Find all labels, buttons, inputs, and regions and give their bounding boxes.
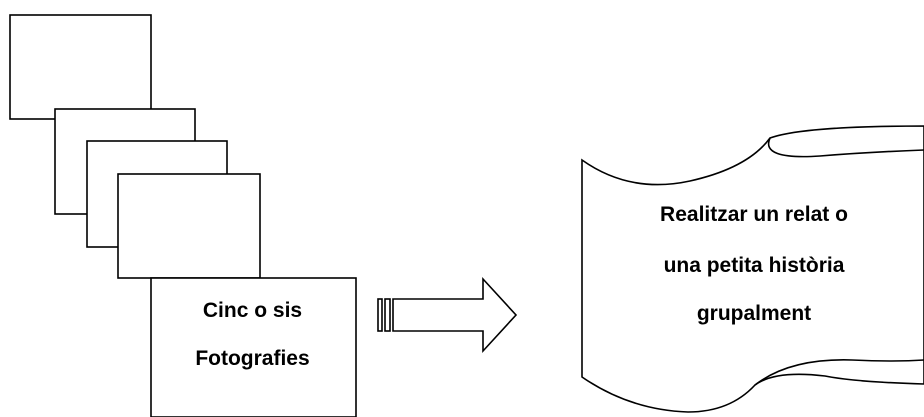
story-text-line-1: Realitzar un relat o [660, 203, 848, 226]
photos-count-text: Cinc o sis [202, 299, 303, 322]
block-arrow-right-icon [377, 276, 518, 354]
story-scroll-shape [581, 125, 924, 413]
scroll-curl-top [767, 137, 924, 158]
photo-label-box [150, 277, 357, 417]
photo-frame-4 [117, 173, 261, 279]
story-text-line-2: una petita història [663, 254, 845, 277]
photos-label-text: Fotografies [195, 347, 310, 370]
photo-frame-1 [9, 14, 152, 120]
story-text-line-3: grupalment [696, 302, 812, 325]
scroll-curl-bottom [754, 359, 924, 386]
